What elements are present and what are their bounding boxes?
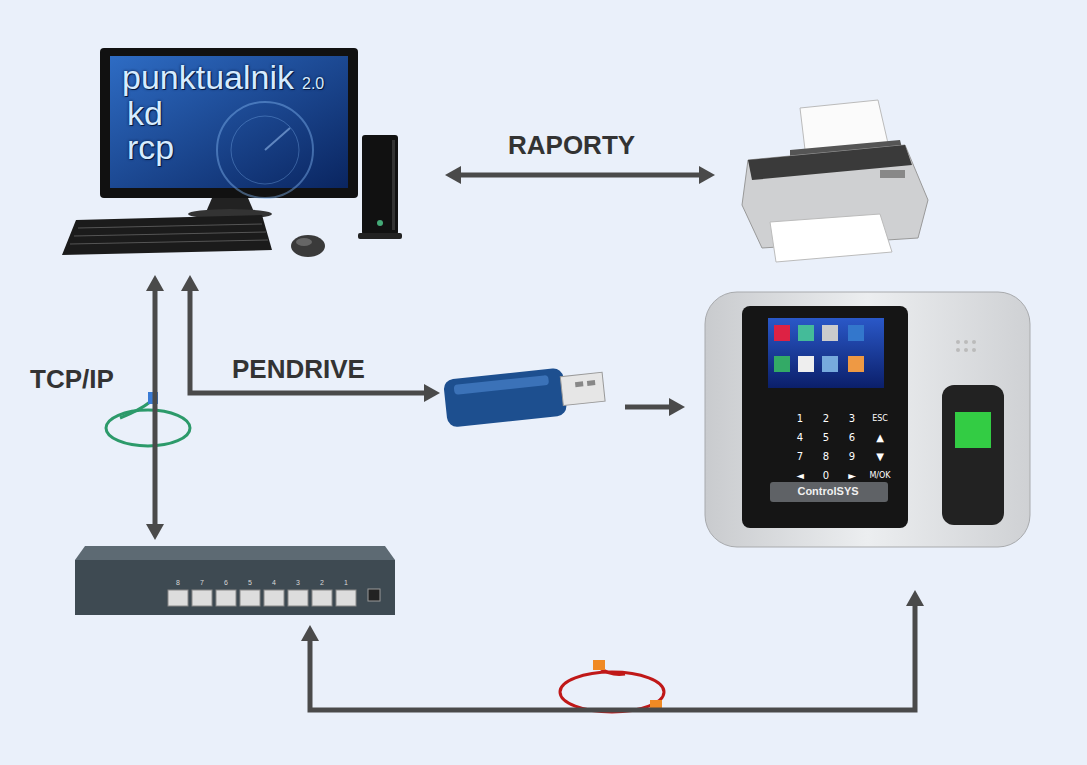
keypad-key: 7	[797, 452, 803, 462]
edge-label: RAPORTY	[508, 132, 635, 158]
port-number: 3	[296, 579, 300, 586]
brand-label: ControlSYS	[797, 486, 858, 497]
keypad-key: M/OK	[869, 472, 890, 480]
port-number: 8	[176, 579, 180, 586]
edge-label: PENDRIVE	[232, 356, 365, 382]
screen-text: kd	[127, 96, 163, 130]
keypad-key: 4	[797, 433, 803, 443]
pendrive-illustration	[443, 363, 606, 427]
keypad-key: 9	[849, 452, 855, 462]
switch-node	[72, 543, 397, 623]
terminal-illustration	[705, 292, 1030, 547]
edge-label: TCP/IP	[30, 366, 114, 392]
port-number: 1	[344, 579, 348, 586]
switch-illustration	[75, 546, 395, 615]
connector-arrow	[445, 166, 715, 184]
port-number: 5	[248, 579, 252, 586]
keypad-key: 1	[797, 414, 803, 424]
connector-arrow	[301, 590, 924, 710]
keypad-key: 2	[823, 414, 829, 424]
keypad-key: 0	[823, 471, 829, 481]
port-number: 6	[224, 579, 228, 586]
keypad-key: ▲	[876, 433, 884, 443]
printer-illustration	[742, 100, 928, 262]
keypad-key: ◄	[796, 471, 804, 481]
printer-node	[725, 95, 935, 265]
keypad-key: ►	[848, 471, 856, 481]
screen-version: 2.0	[302, 76, 324, 92]
terminal-node: ControlSYS	[690, 285, 1035, 590]
keypad-key: 8	[823, 452, 829, 462]
connector-arrow	[181, 275, 440, 402]
screen-text: rcp	[127, 130, 174, 164]
keypad-key: 5	[823, 433, 829, 443]
keypad-key: 6	[849, 433, 855, 443]
keypad-key: ESC	[872, 415, 888, 423]
port-number: 7	[200, 579, 204, 586]
port-number: 2	[320, 579, 324, 586]
port-number: 4	[272, 579, 276, 586]
connector-arrow	[146, 275, 164, 540]
keypad-key: ▼	[876, 452, 884, 462]
green-cable-icon	[106, 392, 190, 446]
screen-title: punktualnik	[122, 60, 294, 94]
connector-arrow	[625, 398, 685, 416]
computer-node: punktualnik 2.0 kdrcp	[55, 50, 405, 270]
computer-illustration	[62, 48, 402, 257]
keypad-key: 3	[849, 414, 855, 424]
pendrive-node	[440, 362, 605, 427]
red-cable-icon	[560, 660, 664, 712]
